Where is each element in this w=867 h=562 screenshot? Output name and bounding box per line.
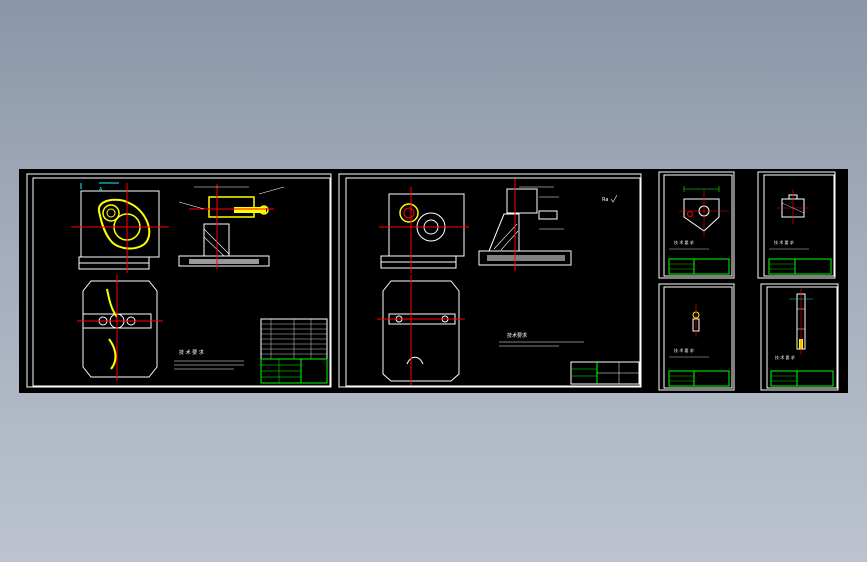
top-view [77, 275, 163, 381]
title-block [770, 370, 834, 387]
sheet-part-2[interactable]: 技 术 要 求 [757, 171, 836, 279]
side-view: Ra [478, 179, 618, 271]
part-view [679, 186, 729, 237]
technical-requirements: 技 术 要 求 [174, 349, 244, 370]
title-block [668, 258, 730, 275]
tech-req-label: 技 术 要 求 [774, 239, 794, 245]
parts-list-table [260, 318, 328, 360]
title-block [570, 361, 640, 385]
svg-text:Ra: Ra [602, 197, 608, 203]
front-view: A [71, 182, 169, 273]
sheet-part-3[interactable]: 技 术 要 求 [658, 283, 735, 391]
part-view [777, 189, 809, 224]
sheet-part-1[interactable]: 技 术 要 求 [658, 171, 735, 279]
title-block [668, 370, 730, 387]
cad-model-space[interactable]: A [19, 169, 848, 393]
svg-text:技术要求: 技术要求 [507, 332, 527, 339]
tech-req-label: 技 术 要 求 [674, 239, 694, 245]
front-view [379, 187, 469, 273]
svg-text:技 术 要 求: 技 术 要 求 [179, 349, 204, 356]
title-block [768, 258, 832, 275]
drawing-canvas[interactable]: A [19, 169, 848, 393]
tech-req-label: 技 术 要 求 [674, 347, 694, 353]
part-view [789, 289, 813, 355]
svg-text:A: A [99, 187, 103, 193]
part-view [692, 304, 700, 337]
top-view [377, 275, 465, 385]
title-block [260, 358, 328, 384]
sheet-part-4[interactable]: 技 术 要 求 [760, 283, 839, 391]
tech-req-label: 技 术 要 求 [775, 354, 795, 360]
sheet-assembly-2[interactable]: Ra 技术要求 [338, 173, 642, 388]
side-view [178, 184, 285, 269]
sheet-assembly-1[interactable]: A [26, 173, 332, 388]
technical-requirements: 技术要求 [499, 332, 584, 347]
